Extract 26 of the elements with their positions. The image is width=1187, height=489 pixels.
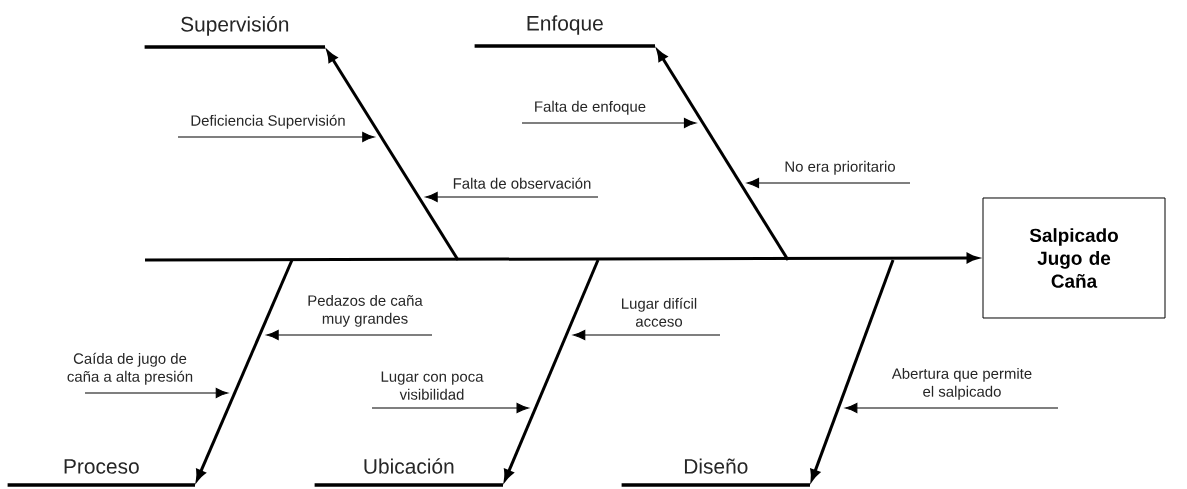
- cause-arrow: [521, 117, 697, 129]
- category-heading: Enfoque: [474, 15, 655, 48]
- cause-arrow: [746, 177, 911, 189]
- cause-arrow: [84, 387, 229, 399]
- cause-arrow: [845, 402, 1059, 414]
- cause-arrow: [266, 329, 433, 341]
- effect-box: Salpicado Jugo de Caña: [982, 197, 1166, 319]
- category-heading: Diseño: [621, 458, 810, 487]
- cause-label: Lugar con poca visibilidad: [381, 371, 484, 400]
- cause-label: Falta de enfoque: [535, 100, 646, 115]
- cause-label: Falta de observación: [453, 177, 591, 189]
- cause-label: Deficiencia Supervisión: [191, 114, 345, 129]
- cause-label: Caída de jugo de caña a alta presión: [67, 352, 193, 385]
- branch-arrow: [656, 49, 790, 261]
- cause-arrow: [177, 131, 375, 143]
- cause-label: Lugar difícil acceso: [622, 297, 697, 327]
- cause-arrow: [425, 191, 599, 203]
- cause-label: No era prioritario: [785, 160, 895, 175]
- cause-label: Pedazos de caña muy grandes: [308, 294, 423, 327]
- category-heading: Ubicación: [314, 458, 503, 487]
- branch-arrow: [326, 50, 460, 261]
- cause-arrow: [572, 329, 721, 341]
- cause-label: Abertura que permite el salpicado: [891, 367, 1032, 400]
- category-heading: Supervisión: [144, 16, 325, 49]
- category-heading: Proceso: [7, 459, 195, 487]
- cause-arrow: [371, 402, 529, 414]
